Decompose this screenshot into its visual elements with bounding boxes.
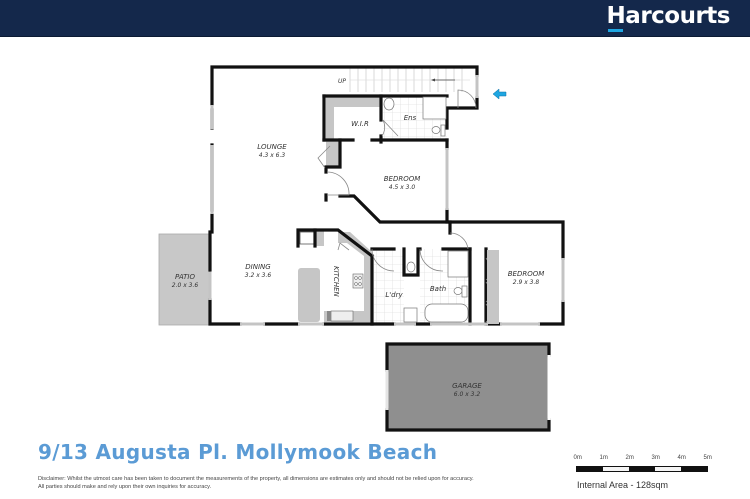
room-label-laundry: L'dry xyxy=(385,291,403,299)
room-dims-garage: 6.0 x 3.2 xyxy=(454,391,481,398)
room-label-lounge: LOUNGE xyxy=(257,143,287,151)
laundry-floor xyxy=(374,249,404,324)
ensuite-shower xyxy=(422,96,447,120)
scale-tick: 5m xyxy=(703,455,712,461)
room-label-kitchen: KITCHEN xyxy=(332,266,340,298)
kitchen-bench xyxy=(324,232,372,322)
scale-ticks: 0m 1m 2m 3m 4m 5m xyxy=(572,455,722,464)
stairs-label: UP xyxy=(338,78,346,85)
entry-arrow-icon xyxy=(492,88,507,100)
room-label-wir: W.I.R xyxy=(351,120,369,128)
wir-robe xyxy=(326,97,380,140)
scale-tick: 1m xyxy=(599,455,608,461)
room-label-bedroom-1: BEDROOM xyxy=(384,175,421,183)
room-label-bath: Bath xyxy=(430,285,446,293)
room-label-garage: GARAGE xyxy=(452,382,482,390)
ensuite-basin xyxy=(383,97,395,111)
fixtures xyxy=(383,96,499,324)
scale-tick: 2m xyxy=(625,455,634,461)
cooktop xyxy=(352,273,364,289)
brand-logo: Harcourts xyxy=(606,3,731,32)
room-dims-bedroom-1: 4.5 x 3.0 xyxy=(389,184,416,191)
fridge xyxy=(299,231,316,245)
laundry-basin xyxy=(406,261,416,273)
room-dims-patio: 2.0 x 3.6 xyxy=(172,282,199,289)
scale-tick: 3m xyxy=(651,455,660,461)
room-label-patio: PATIO xyxy=(175,273,195,281)
scale-bar: 0m 1m 2m 3m 4m 5m xyxy=(572,455,722,472)
disclaimer: Disclaimer: Whilst the utmost care has b… xyxy=(38,475,558,491)
bath-toilet xyxy=(453,287,463,295)
internal-area: Internal Area - 128sqm xyxy=(577,480,669,490)
room-label-bedroom-2: BEDROOM xyxy=(508,270,545,278)
laundry-tub xyxy=(403,307,418,323)
disclaimer-line-2: All parties should make and rely upon th… xyxy=(38,484,212,490)
room-dims-lounge: 4.3 x 6.3 xyxy=(259,152,286,159)
ensuite-toilet xyxy=(431,126,441,134)
room-dims-bedroom-2: 2.9 x 3.8 xyxy=(513,279,540,286)
room-dims-dining: 3.2 x 3.6 xyxy=(245,272,272,279)
patio-area xyxy=(158,233,211,326)
header-bar: Harcourts xyxy=(0,0,750,37)
garage-area xyxy=(387,344,549,430)
scale-bar-graphic xyxy=(576,466,708,472)
room-label-dining: DINING xyxy=(245,263,271,271)
brand-name: Harcourts xyxy=(606,3,731,29)
property-address: 9/13 Augusta Pl. Mollymook Beach xyxy=(38,440,438,464)
bath-shower xyxy=(447,250,469,278)
bathtub xyxy=(424,303,469,323)
kitchen-sink xyxy=(330,310,354,322)
room-label-ensuite: Ens xyxy=(404,114,417,122)
floor-plan: UP LOUNGE 4.3 x 6.3 W.I.R Ens BEDROOM 4.… xyxy=(158,65,565,432)
windows xyxy=(208,75,565,420)
stairs xyxy=(349,67,470,92)
disclaimer-line-1: Disclaimer: Whilst the utmost care has b… xyxy=(38,476,474,482)
scale-tick: 0m xyxy=(573,455,582,461)
brand-underline-accent xyxy=(607,29,623,32)
scale-tick: 4m xyxy=(677,455,686,461)
